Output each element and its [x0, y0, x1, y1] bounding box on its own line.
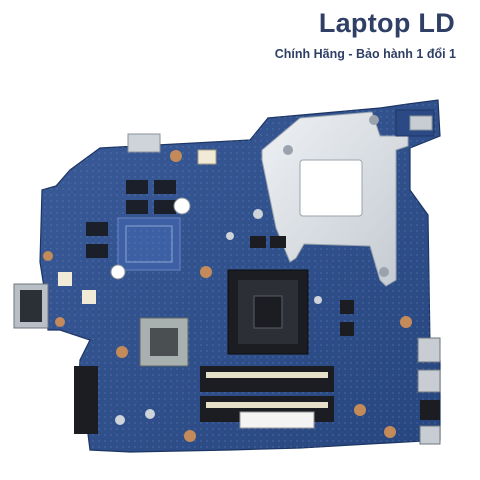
- right-ports: [417, 337, 441, 445]
- top-connector: [127, 133, 161, 153]
- ram-slots: [200, 366, 334, 429]
- fan-connector: [197, 149, 217, 165]
- chipset: [139, 317, 189, 367]
- brand-subtitle: Chính Hãng - Bảo hành 1 đổi 1: [274, 47, 456, 61]
- gpu-pad: [117, 217, 181, 271]
- cpu-socket: [227, 269, 309, 355]
- brand-header: Laptop LD Chính Hãng - Bảo hành 1 đổi 1: [275, 8, 456, 61]
- memory-chips: [86, 180, 176, 258]
- brand-title: Laptop LD: [318, 8, 455, 38]
- left-connectors: [13, 283, 98, 434]
- usb-port-top: [395, 109, 435, 137]
- heatsink-bracket: [261, 111, 409, 287]
- small-components: [43, 150, 412, 442]
